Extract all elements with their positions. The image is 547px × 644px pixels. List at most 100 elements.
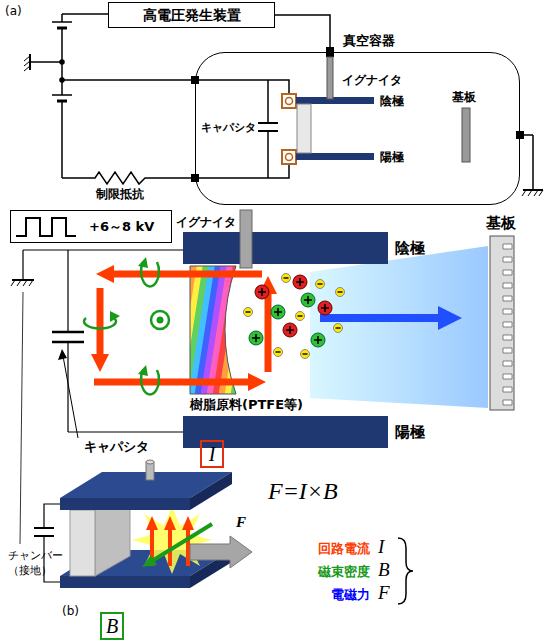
current-arrowhead [91,354,109,372]
feedthrough [516,131,524,139]
brace [398,538,413,604]
minus-sign [336,327,341,328]
electron [334,324,343,333]
positive-ion [301,293,315,307]
ground-symbol [522,190,543,196]
key-term: 電磁力 [300,586,370,604]
part-label: 陽極 [380,149,404,166]
junction-dot [60,60,64,64]
ion-circle [271,305,285,319]
battery-symbol [52,94,72,96]
current-arrowhead [146,516,158,530]
field-arrowhead [138,257,148,268]
igniter-rod [327,57,333,99]
current-arrowhead [248,373,266,391]
box-text: I [209,442,216,466]
field-out-symbol [151,311,169,329]
leader-arrowhead [58,349,67,360]
wire [68,431,183,432]
wire [61,14,63,22]
ptfe-stripe [228,266,248,394]
anode-plate [296,153,374,160]
process-box: 高電圧発生装置 [108,2,275,28]
plus-sign [258,288,266,296]
electron-circle [336,288,345,297]
minus-sign [298,315,303,316]
current-arrow [152,528,188,566]
electron [296,312,305,321]
box-text: +6～8 kV [89,219,154,235]
field-out-symbol [157,317,164,324]
capacitor-symbol [258,123,278,131]
anode-plate [60,576,190,588]
part-label: 基板 [452,89,476,106]
pulse-waveform [16,218,76,236]
wire [267,131,269,178]
box-text: B [106,614,118,638]
positive-ion [311,333,325,347]
leader-line [20,292,23,544]
electrode-terminal [286,154,293,161]
current-arrow [94,379,250,386]
minus-sign [246,311,251,312]
electron [282,274,291,283]
cathode-plate [60,498,190,510]
part-label: キャパシタ [201,120,256,135]
resistor-symbol [62,172,195,184]
minus-sign [318,283,323,284]
positive-ion [283,323,297,337]
part-label: 制限抵抗 [96,186,144,203]
igniter-rod [146,462,154,480]
discharge-glow [132,506,212,574]
field-arrowhead [110,311,120,322]
wire [62,13,108,15]
field-arrowhead [142,555,157,567]
vector-symbol: F [378,582,390,604]
igniter-rod [146,460,154,464]
ptfe-stripe [168,266,188,394]
electrode-terminal [282,94,296,108]
substrate [490,236,514,410]
part-label: イグナイタ [176,214,236,231]
vector-symbol: F [236,514,246,531]
current-arrow [265,292,272,372]
battery-symbol [52,21,72,23]
field-arrow [152,524,212,561]
wire [68,249,183,250]
wire [61,101,63,178]
electron-circle [244,308,253,317]
minus-sign [338,291,343,292]
wire [275,15,330,52]
key-term: 磁束密度 [300,563,370,581]
ground-symbol [12,279,34,281]
electron-circle [334,324,343,333]
vector-box: B [100,612,124,640]
box-text: 高電圧発生装置 [143,7,241,24]
ptfe-block [297,104,311,153]
substrate-ticks [503,244,512,405]
current-arrowhead [182,516,194,530]
ion-circle [255,285,269,299]
current-arrowhead [96,265,114,283]
igniter-rod [240,210,252,268]
vector-box: I [200,440,224,468]
part-label: キャパシタ [84,438,149,456]
part-label: 陰極 [395,239,425,258]
ion-circle [301,293,315,307]
junction-dot [60,78,64,82]
substrate [462,108,470,162]
electron-circle [301,350,310,359]
force-arrow [190,536,252,568]
positive-ion [249,331,263,345]
capacitor-symbol [34,528,54,536]
electrode-terminal [282,150,296,164]
plus-sign [321,304,329,312]
part-label: 基板 [486,214,516,233]
electron-circle [296,312,305,321]
wire [199,80,289,94]
plus-sign [296,278,304,286]
ptfe-block [70,510,95,576]
electron-circle [282,274,291,283]
plume-arrow [438,306,462,330]
electron [301,350,310,359]
